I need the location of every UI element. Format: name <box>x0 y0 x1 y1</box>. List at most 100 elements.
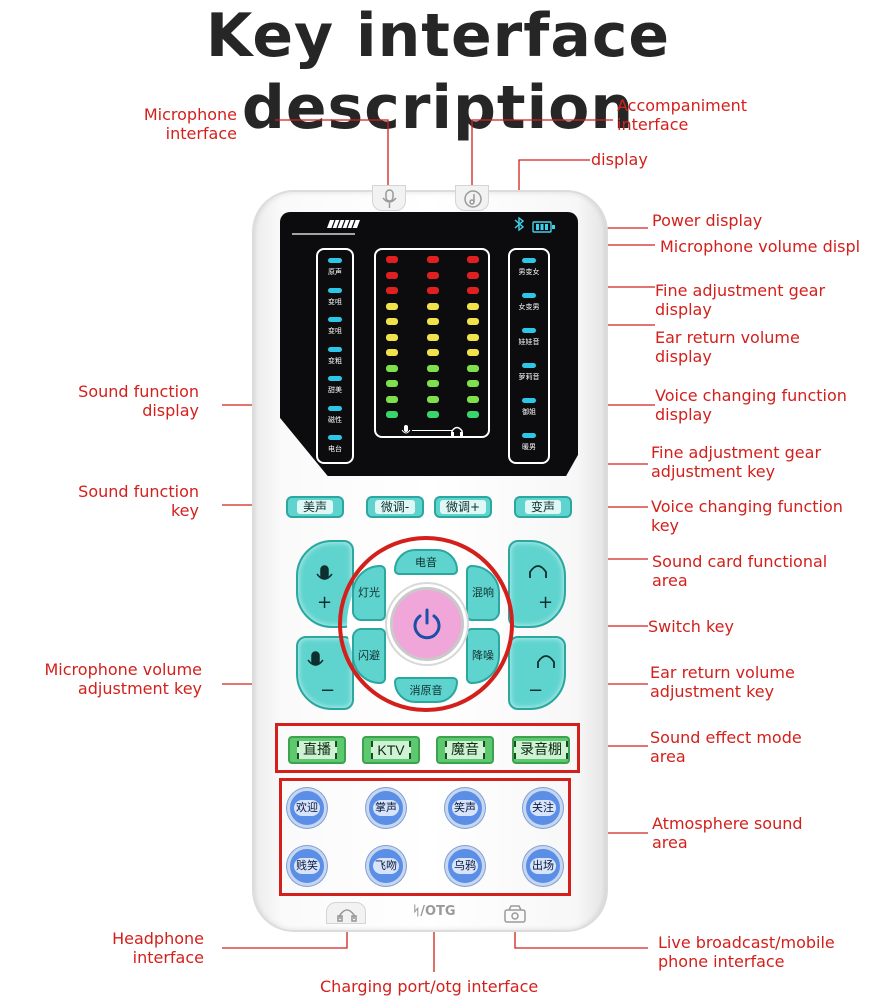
meter-led <box>427 256 439 263</box>
music-note-icon <box>464 190 482 208</box>
applause-key[interactable]: 掌声 <box>366 788 406 828</box>
power-switch-key[interactable] <box>390 587 464 661</box>
voice-change-indicator <box>522 293 536 298</box>
studio-mode-key[interactable]: 录音棚 <box>512 736 570 764</box>
voice-change-label: 男变女 <box>518 268 540 276</box>
meter-display <box>374 248 490 438</box>
meter-led <box>427 287 439 294</box>
display-label: display <box>591 150 648 169</box>
sound-card-functional-area <box>338 536 514 712</box>
light-key[interactable]: 灯光 <box>352 565 386 621</box>
ear-return-up-key[interactable]: + <box>508 540 566 628</box>
sound-function-indicator <box>328 435 342 440</box>
mic-volume-display-label: Microphone volume displ <box>660 237 861 256</box>
meter-led <box>386 318 398 325</box>
camera-phone-icon <box>504 905 526 923</box>
meter-led <box>467 302 479 310</box>
laughter-key[interactable]: 笑声 <box>445 788 485 828</box>
voice-change-label: 御姐 <box>522 408 536 416</box>
sound-function-label: 变咀 <box>328 297 342 306</box>
dodge-key[interactable]: 闪避 <box>352 628 386 684</box>
meter-led <box>427 271 439 279</box>
magic-mode-key[interactable]: 魔音 <box>436 736 494 764</box>
meter-led <box>386 287 398 294</box>
welcome-key[interactable]: 欢迎 <box>287 788 327 828</box>
bluetooth-icon <box>512 216 526 232</box>
headphone-up-icon: + <box>529 565 553 613</box>
ear-return-down-key[interactable]: − <box>508 636 566 710</box>
sound-function-label: 原声 <box>328 268 342 276</box>
power-icon <box>413 608 441 640</box>
crow-key[interactable]: 乌鸦 <box>445 846 485 886</box>
electro-sound-key[interactable]: 电音 <box>394 549 458 575</box>
meter-led <box>467 380 479 387</box>
sound-function-key[interactable]: 美声 <box>286 496 344 518</box>
meter-led <box>386 411 398 418</box>
voice-change-display <box>508 248 550 464</box>
voice-change-label: 萝莉音 <box>518 373 540 381</box>
meter-led <box>386 302 398 310</box>
noise-reduction-key[interactable]: 降噪 <box>466 628 500 684</box>
follow-key[interactable]: 关注 <box>523 788 563 828</box>
mic-port <box>372 185 406 211</box>
meter-led <box>467 271 479 279</box>
charging-otg-port: ᛋ/OTG <box>395 903 473 921</box>
meter-led <box>427 333 439 341</box>
meter-led <box>467 333 479 341</box>
voice-change-indicator <box>522 433 536 438</box>
meter-led <box>427 411 439 418</box>
mic-up-icon: + <box>316 565 333 613</box>
fine-adjust-plus-key[interactable]: 微调+ <box>434 496 492 518</box>
otg-text: ᛋ/OTG <box>412 904 456 919</box>
meter-led <box>427 380 439 387</box>
microphone-icon <box>382 189 397 208</box>
meter-led <box>386 395 398 403</box>
meter-headphone-icon <box>450 424 464 443</box>
meter-mic-icon <box>401 424 411 443</box>
meter-led <box>386 380 398 387</box>
sneer-key[interactable]: 贱笑 <box>287 846 327 886</box>
meter-led <box>427 302 439 310</box>
sound-effect-mode-area <box>275 723 580 773</box>
switch-key-label: Switch key <box>648 617 734 636</box>
fine-adjust-minus-key[interactable]: 微调- <box>366 496 424 518</box>
voice-change-label: 暖男 <box>522 443 536 451</box>
entrance-key[interactable]: 出场 <box>523 846 563 886</box>
meter-led <box>467 395 479 403</box>
sound-function-label: 磁性 <box>328 415 342 424</box>
voice-change-indicator <box>522 328 536 333</box>
sound-function-label: 变粗 <box>328 356 342 365</box>
ktv-mode-key[interactable]: KTV <box>362 736 420 764</box>
svg-text:−: − <box>320 680 335 701</box>
live-mode-key[interactable]: 直播 <box>288 736 346 764</box>
power-display-label: Power display <box>652 211 763 230</box>
air-kiss-key[interactable]: 飞吻 <box>366 846 406 886</box>
sound-function-indicator <box>328 405 342 411</box>
meter-led <box>386 364 398 372</box>
voice-change-key[interactable]: 变声 <box>514 496 572 518</box>
sound-function-label: 变咀 <box>328 327 342 335</box>
meter-led <box>427 395 439 403</box>
headphone-port <box>326 902 366 924</box>
reverb-key[interactable]: 混响 <box>466 565 500 621</box>
sound-function-label: 电台 <box>328 445 342 453</box>
charging-port-label: Charging port/otg interface <box>320 977 539 996</box>
vocal-removal-key[interactable]: 消原音 <box>394 677 458 703</box>
svg-text:−: − <box>528 680 543 701</box>
meter-led <box>467 411 479 418</box>
meter-divider <box>412 430 452 431</box>
live-phone-port <box>497 902 533 924</box>
meter-led <box>386 271 398 279</box>
